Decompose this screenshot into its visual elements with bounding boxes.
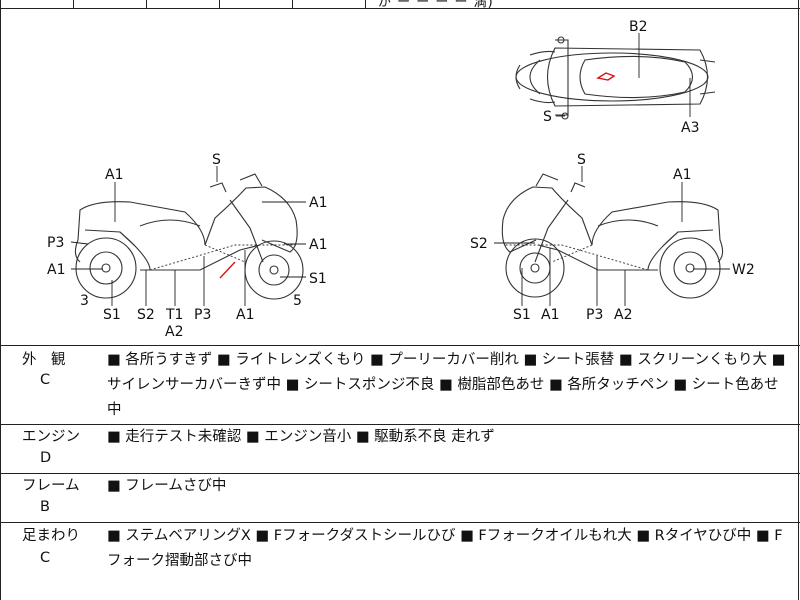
section-divider	[0, 345, 800, 346]
label-top-a3: A3	[681, 120, 699, 136]
section-exterior-text: ■ 各所うすきず ■ ライトレンズくもり ■ プーリーカバー削れ ■ シート張替…	[107, 352, 786, 418]
top-row-divider	[146, 0, 147, 8]
label-left-a2-bottom: A2	[165, 324, 183, 340]
section-exterior: 外 観 C ■ 各所うすきず ■ ライトレンズくもり ■ プーリーカバー削れ ■…	[0, 346, 800, 424]
label-left-s1-bottom: S1	[103, 307, 121, 323]
top-row-divider	[292, 0, 293, 8]
damage-diagram: B2 A3 S S A1 A1 A1 P3 A1 S1 3 5 S1 S2 T1…	[47, 19, 755, 340]
label-right-a1-bottom: A1	[541, 307, 559, 323]
section-frame: フレーム B ■ フレームさび中	[0, 474, 800, 522]
label-left-a1-front-upper: A1	[309, 195, 327, 211]
scooter-left-view	[74, 173, 304, 300]
label-right-a2-bottom: A2	[614, 307, 632, 323]
label-left-p3-bottom: P3	[194, 307, 211, 323]
label-right-w2: W2	[732, 262, 755, 278]
section-suspension-grade: C	[40, 550, 51, 566]
section-divider	[0, 424, 800, 425]
label-left-a1-front-lower: A1	[309, 237, 327, 253]
label-left-s2-bottom: S2	[137, 307, 155, 323]
label-left-num-rear: 3	[80, 293, 89, 309]
section-divider	[0, 473, 800, 474]
section-frame-label: フレーム	[22, 478, 80, 494]
scooter-top-view	[515, 36, 716, 120]
label-right-s: S	[577, 152, 586, 168]
label-right-s1-bottom: S1	[513, 307, 531, 323]
label-left-s1-front: S1	[309, 271, 327, 287]
section-suspension-text: ■ ステムベアリングX ■ Fフォークダストシールひび ■ Fフォークオイルもれ…	[107, 528, 783, 569]
label-left-t1-bottom: T1	[165, 307, 183, 323]
top-row-border	[0, 8, 800, 9]
label-right-s2: S2	[470, 236, 488, 252]
label-left-a1-rear: A1	[47, 262, 65, 278]
frame-left-border	[0, 0, 1, 600]
label-left-s: S	[212, 152, 221, 168]
section-exterior-grade: C	[40, 372, 51, 388]
label-top-s: S	[543, 109, 552, 125]
section-engine: エンジン D ■ 走行テスト未確認 ■ エンジン音小 ■ 駆動系不良 走れず	[0, 425, 800, 473]
label-right-a1-top: A1	[673, 167, 691, 183]
section-suspension-label: 足まわり	[22, 528, 80, 544]
section-divider	[0, 522, 800, 523]
section-suspension: 足まわり C ■ ステムベアリングX ■ Fフォークダストシールひび ■ Fフォ…	[0, 523, 800, 600]
scooter-right-view	[501, 173, 724, 299]
leader-lines	[70, 33, 730, 306]
section-engine-label: エンジン	[22, 429, 80, 445]
section-engine-text: ■ 走行テスト未確認 ■ エンジン音小 ■ 駆動系不良 走れず	[107, 429, 495, 445]
section-engine-grade: D	[40, 450, 52, 466]
top-row-divider	[73, 0, 74, 8]
header-partial-text: が ー ー ー ー 満)	[378, 0, 494, 10]
label-left-a1-top: A1	[105, 167, 123, 183]
top-row-divider	[365, 0, 366, 8]
frame-right-border	[798, 0, 799, 600]
section-frame-grade: B	[40, 499, 50, 515]
label-left-p3: P3	[47, 235, 64, 251]
section-frame-text: ■ フレームさび中	[107, 478, 227, 494]
label-top-b2: B2	[629, 19, 648, 35]
label-left-a1-bottom: A1	[236, 307, 254, 323]
top-row-divider	[219, 0, 220, 8]
section-exterior-label: 外 観	[22, 352, 66, 368]
label-right-p3-bottom: P3	[586, 307, 603, 323]
label-left-num-front: 5	[293, 293, 302, 309]
